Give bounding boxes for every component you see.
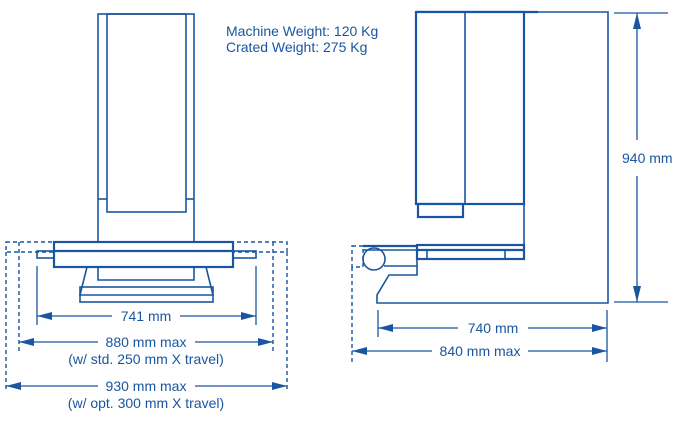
dim-880-label: 880 mm max: [106, 334, 187, 350]
dim-741-label: 741 mm: [121, 308, 172, 324]
crated-weight: Crated Weight: 275 Kg: [226, 39, 367, 55]
side-view: 940 mm 740 mm 840 mm max: [351, 10, 673, 362]
handwheel-max-envelope: [351, 245, 364, 268]
front-column: [97, 13, 195, 243]
front-column-panel: [106, 13, 187, 213]
front-view: 741 mm 880 mm max (w/ std. 250 mm X trav…: [5, 13, 288, 411]
machine-weight: Machine Weight: 120 Kg: [226, 23, 378, 39]
side-spindle: [416, 202, 465, 219]
dim-930-label: 930 mm max: [106, 378, 187, 394]
side-head: [414, 10, 526, 206]
front-base: [79, 286, 214, 303]
dim-740-label: 740 mm: [468, 320, 519, 336]
front-table: [52, 240, 235, 269]
side-table: [415, 243, 526, 261]
dim-930-note: (w/ opt. 300 mm X travel): [68, 395, 224, 411]
dim-940-label: 940 mm: [622, 150, 673, 166]
handwheel: [362, 247, 386, 271]
dim-840-label: 840 mm max: [440, 343, 521, 359]
dim-880-note: (w/ std. 250 mm X travel): [68, 351, 224, 367]
